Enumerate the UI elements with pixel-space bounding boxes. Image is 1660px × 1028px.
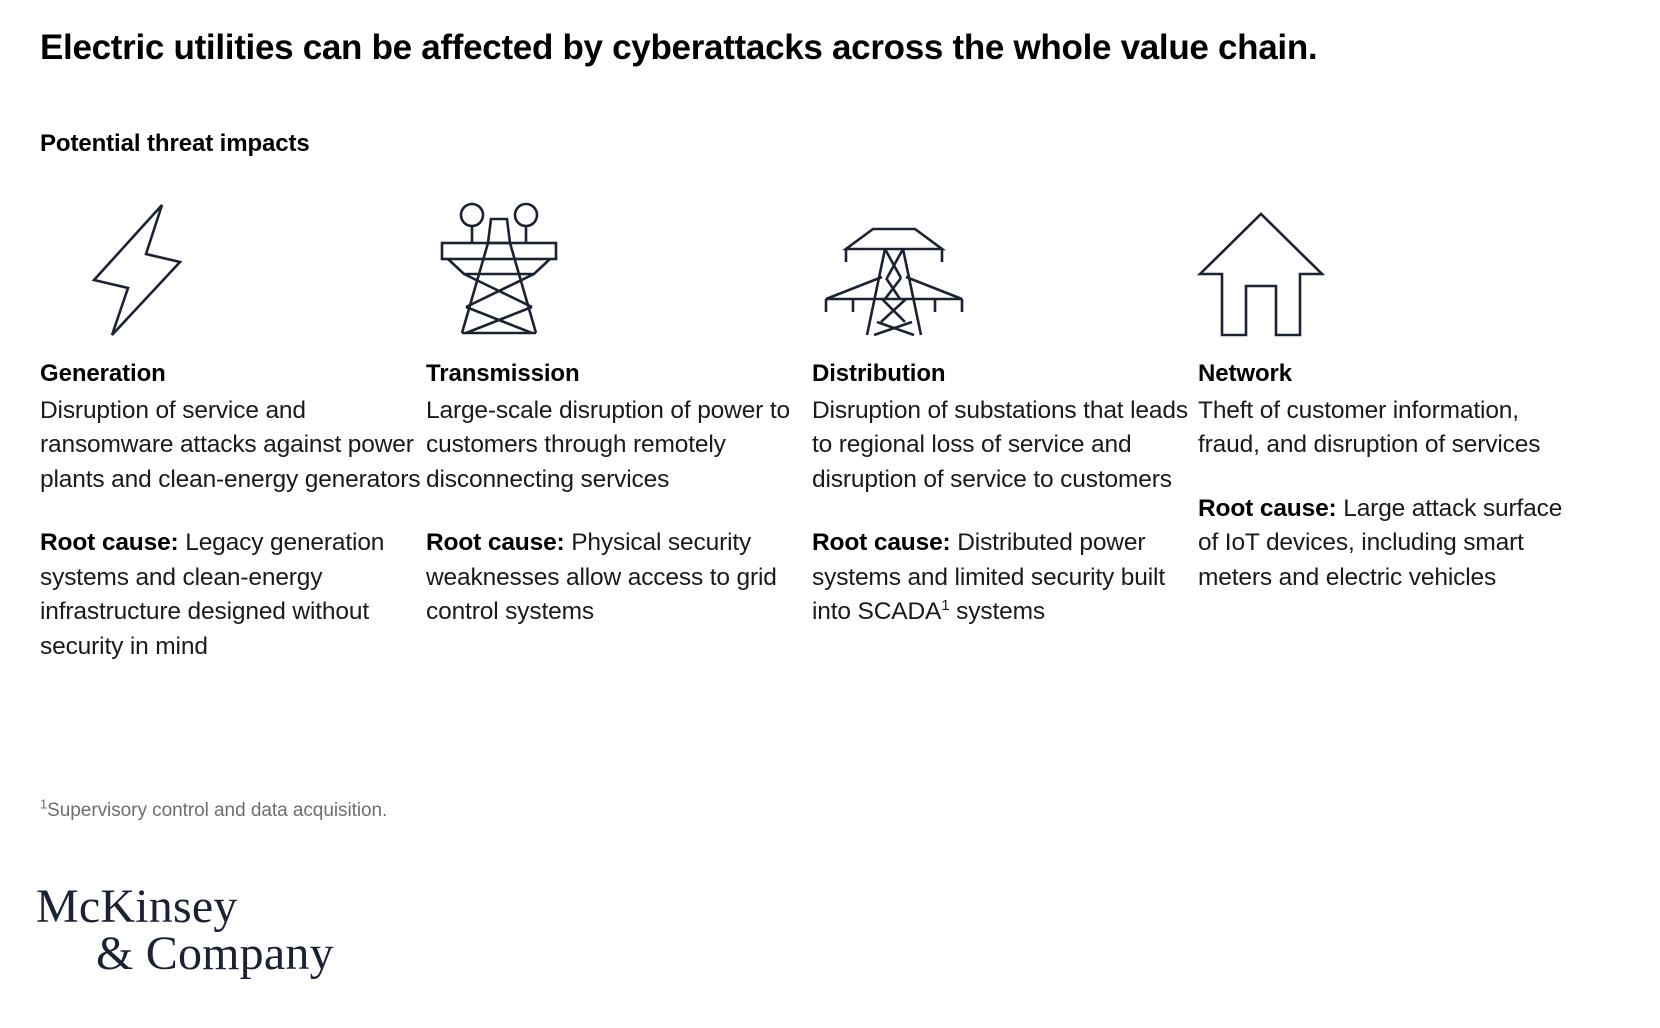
column-body: Large-scale disruption of power to custo… — [426, 396, 790, 493]
column-network: Network Theft of customer information, f… — [1196, 192, 1584, 596]
root-cause-block: Root cause: Distributed power systems an… — [812, 526, 1198, 630]
column-transmission: Transmission Large-scale disruption of p… — [426, 192, 812, 630]
distribution-pylon-icon — [812, 192, 1198, 338]
root-cause-text: Legacy generation systems and clean-ener… — [40, 529, 385, 660]
footnote: 1Supervisory control and data acquisitio… — [40, 798, 387, 824]
root-cause-label: Root cause: — [40, 529, 179, 557]
logo-line-2: & Company — [96, 926, 334, 980]
column-title: Distribution — [812, 360, 946, 387]
root-cause-text: Physical security weaknesses allow acces… — [426, 529, 777, 626]
root-cause-block: Root cause: Legacy generation systems an… — [40, 526, 426, 664]
root-cause-label: Root cause: — [1198, 494, 1337, 522]
root-cause-label: Root cause: — [426, 529, 565, 557]
logo-line-1: McKinsey — [36, 880, 238, 933]
column-distribution: Distribution Disruption of substations t… — [812, 192, 1198, 630]
column-title: Network — [1198, 360, 1292, 387]
section-subtitle: Potential threat impacts — [40, 130, 310, 157]
column-body: Disruption of substations that leads to … — [812, 396, 1188, 493]
page-title: Electric utilities can be affected by cy… — [40, 28, 1318, 67]
root-cause-block: Root cause: Physical security weaknesses… — [426, 526, 812, 630]
root-cause-text: Large attack surface of IoT devices, inc… — [1198, 494, 1563, 591]
column-generation: Generation Disruption of service and ran… — [40, 192, 426, 664]
column-title: Generation — [40, 360, 166, 387]
root-cause-block: Root cause: Large attack surface of IoT … — [1198, 492, 1584, 596]
root-cause-text-after: systems — [949, 598, 1045, 626]
transmission-tower-icon — [426, 192, 812, 338]
column-body: Disruption of service and ransomware att… — [40, 396, 421, 493]
footnote-marker: 1 — [941, 597, 950, 615]
footnote-marker: 1 — [40, 796, 48, 812]
house-icon — [1196, 192, 1584, 338]
root-cause-label: Root cause: — [812, 529, 951, 557]
footnote-text: Supervisory control and data acquisition… — [47, 800, 388, 821]
column-body: Theft of customer information, fraud, an… — [1198, 396, 1541, 459]
value-chain-columns: Generation Disruption of service and ran… — [40, 192, 1620, 664]
lightning-bolt-icon — [40, 192, 426, 338]
root-cause-text: Distributed power systems and limited se… — [812, 529, 1165, 626]
column-title: Transmission — [426, 360, 580, 387]
mckinsey-logo: McKinsey & Company — [36, 880, 334, 980]
